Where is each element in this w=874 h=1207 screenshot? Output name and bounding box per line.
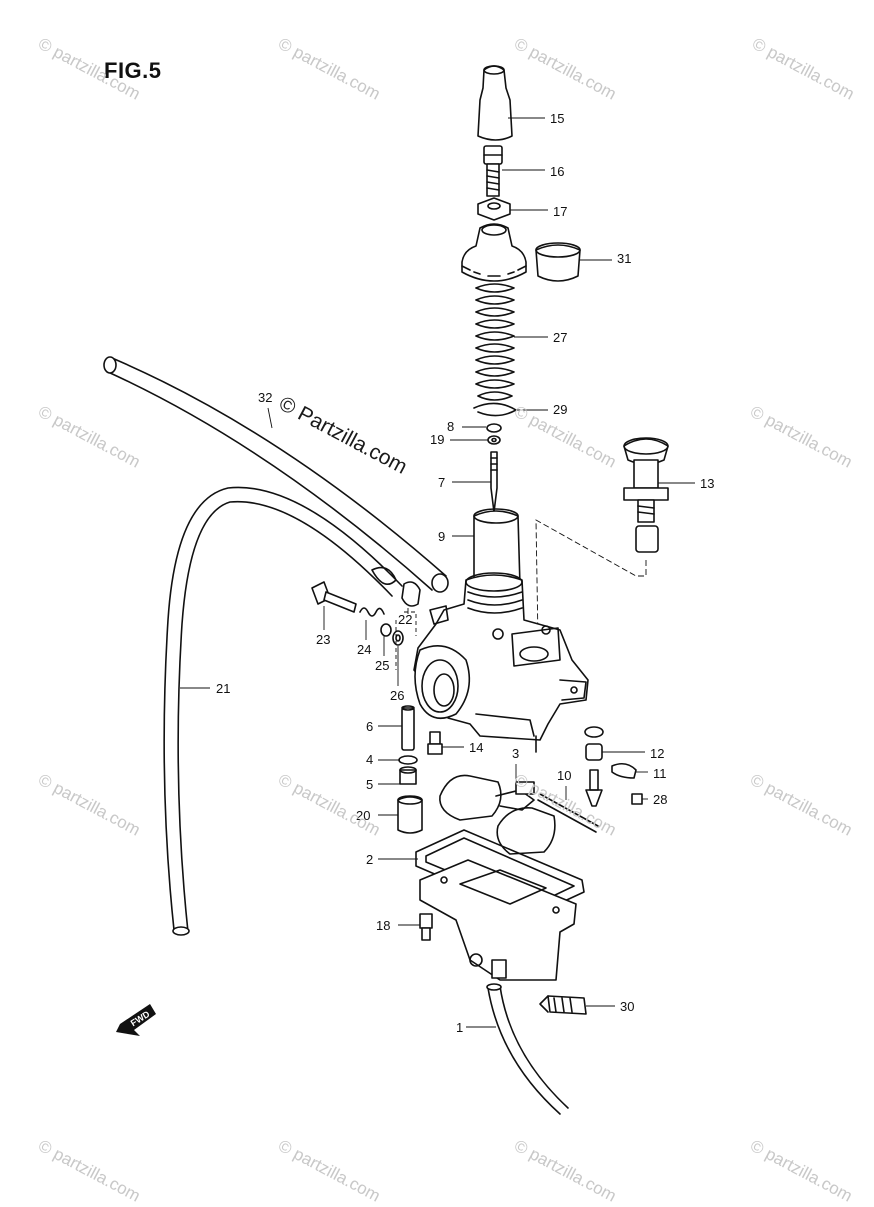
callout-label-32: 32 (258, 390, 272, 405)
part-nut-17 (477, 197, 511, 221)
callout-label-9: 9 (438, 529, 445, 544)
callout-label-30: 30 (620, 999, 634, 1014)
part-screw-23 (311, 581, 357, 613)
part-cap-15 (477, 65, 513, 141)
part-cover-20 (397, 795, 423, 834)
callout-label-29: 29 (553, 402, 567, 417)
part-clip-29 (473, 402, 517, 417)
callout-label-13: 13 (700, 476, 714, 491)
callout-label-23: 23 (316, 632, 330, 647)
callout-label-26: 26 (390, 688, 404, 703)
part-float-3 (439, 774, 556, 855)
callout-leader-32 (267, 407, 273, 429)
callout-label-21: 21 (216, 681, 230, 696)
part-holder-5 (399, 766, 417, 785)
callout-label-3: 3 (512, 746, 519, 761)
callout-label-25: 25 (375, 658, 389, 673)
part-screw-30 (539, 995, 587, 1015)
callout-label-8: 8 (447, 419, 454, 434)
callout-label-15: 15 (550, 111, 564, 126)
part-washer-19 (487, 435, 501, 445)
part-needle-jet-6 (401, 705, 415, 751)
callout-label-5: 5 (366, 777, 373, 792)
callout-label-16: 16 (550, 164, 564, 179)
callout-label-7: 7 (438, 475, 445, 490)
part-clamp-22 (401, 581, 421, 607)
part-screw-28 (631, 793, 643, 805)
callout-label-4: 4 (366, 752, 373, 767)
callout-label-14: 14 (469, 740, 483, 755)
callout-label-28: 28 (653, 792, 667, 807)
part-washer-25 (380, 623, 392, 637)
part-washer-4 (398, 755, 418, 765)
part-spring-24 (359, 607, 385, 617)
callout-label-1: 1 (456, 1020, 463, 1035)
callout-label-2: 2 (366, 852, 373, 867)
callout-label-6: 6 (366, 719, 373, 734)
part-pilot-jet-14 (427, 731, 443, 755)
part-drain-hose-1 (486, 983, 569, 1115)
callout-label-24: 24 (357, 642, 371, 657)
part-float-bowl (415, 829, 585, 981)
part-carburetor-body (413, 572, 589, 753)
part-drain-screw-18 (419, 913, 433, 941)
callout-label-31: 31 (617, 251, 631, 266)
part-cap-cover-31 (535, 242, 581, 282)
fwd-arrow-icon: FWD (116, 1004, 156, 1036)
part-pin-10 (537, 793, 599, 833)
part-adjuster-16 (483, 145, 503, 197)
part-spring-27 (475, 283, 515, 401)
part-chamber-top (461, 223, 527, 282)
callout-label-27: 27 (553, 330, 567, 345)
callout-label-20: 20 (356, 808, 370, 823)
part-starter-13 (623, 437, 669, 553)
callout-label-22: 22 (398, 612, 412, 627)
callout-label-12: 12 (650, 746, 664, 761)
callout-label-18: 18 (376, 918, 390, 933)
callout-label-11: 11 (653, 766, 667, 781)
part-needle-valve-12 (584, 726, 604, 807)
callout-label-19: 19 (430, 432, 444, 447)
part-hose-21 (163, 486, 403, 936)
callout-label-17: 17 (553, 204, 567, 219)
figure-title: FIG.5 (104, 58, 162, 83)
part-oring-26 (392, 630, 404, 646)
part-ring-8 (486, 423, 502, 433)
part-needle-7 (490, 451, 498, 513)
callout-label-10: 10 (557, 768, 571, 783)
part-clip-11 (611, 762, 637, 779)
